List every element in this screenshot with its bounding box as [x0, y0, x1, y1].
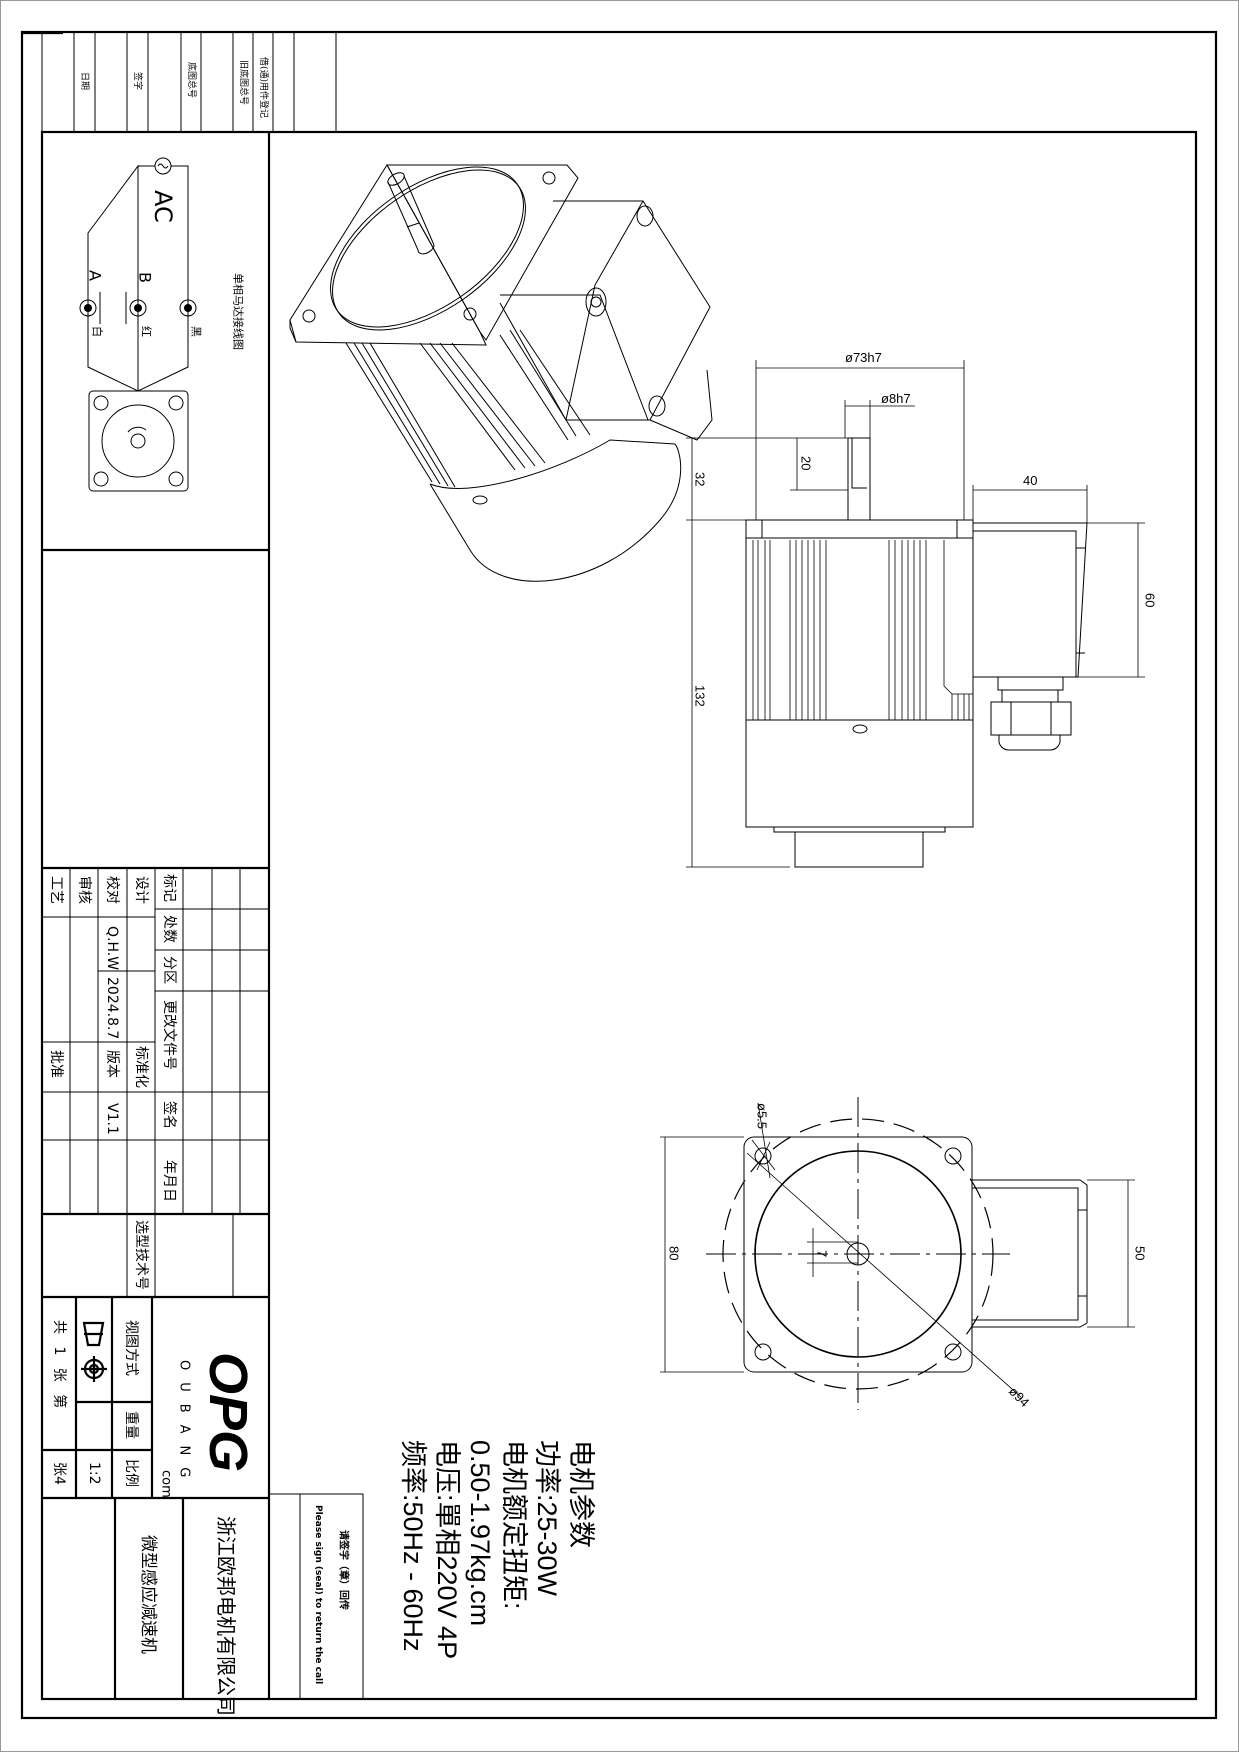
param-frequency: 频率:50Hz - 60Hz	[398, 1440, 428, 1652]
terminal-b-label: B	[136, 272, 155, 283]
ac-label: AC	[149, 190, 177, 223]
dim-shaft-length: 20	[799, 456, 814, 470]
tb-sign-label: 签名	[161, 1101, 178, 1129]
tb-view-method-label: 视图方式	[123, 1320, 139, 1376]
dim-flange-diameter: ø73h7	[845, 350, 882, 365]
tb-sheets: 共 1 张 第	[51, 1320, 68, 1412]
product-name: 微型感应减速机	[138, 1535, 158, 1654]
terminal-red-icon	[129, 299, 147, 317]
dim-shaft-diameter: ø8h7	[881, 391, 911, 406]
title-block-grid	[42, 868, 269, 1297]
tb-sheet-no: 张4	[51, 1462, 67, 1485]
param-torque: 0.50-1.97kg.cm	[465, 1440, 495, 1626]
wiring-title: 单相马达接线图	[232, 273, 246, 350]
wire-color-white: 白	[91, 326, 105, 337]
signature-box	[269, 1493, 364, 1699]
brand-suffix: com	[159, 1470, 174, 1498]
title-block-frame	[42, 1212, 269, 1699]
drawing-frame	[20, 30, 1218, 1720]
terminal-white-icon	[79, 299, 97, 317]
top-strip-base-no-label: 底图总号	[186, 62, 198, 98]
tb-check-label: 校对	[104, 876, 121, 904]
wiring-diagram	[79, 157, 197, 392]
dim-key-width: 7	[815, 1250, 830, 1257]
terminal-a-label: A	[86, 270, 105, 281]
param-voltage: 电压:單相220V 4P	[432, 1440, 462, 1659]
company-name: 浙江欧邦电机有限公司	[214, 1516, 238, 1716]
tb-count-label: 处数	[161, 915, 177, 943]
signature-en: Please sign (seal) to return the call	[313, 1505, 323, 1684]
brand-name: OUBANG	[177, 1360, 192, 1489]
tb-check-date: 2024.8.7	[104, 977, 120, 1039]
tb-change-doc-label: 更改文件号	[161, 1000, 177, 1070]
tb-mark-label: 标记	[161, 874, 177, 902]
tb-weight-label: 重量	[123, 1411, 139, 1439]
tb-version: V1.1	[104, 1103, 120, 1135]
param-torque-label: 电机额定扭矩:	[499, 1440, 529, 1610]
tb-process-label: 工艺	[48, 876, 64, 904]
motor-front-view	[660, 1097, 1135, 1410]
tb-design-label: 设计	[133, 876, 149, 904]
motor-end-view-icon	[88, 390, 189, 492]
dim-shaft-height: 32	[693, 472, 708, 486]
tb-scale-label: 比例	[123, 1459, 139, 1487]
top-strip-borrow-label: 借(通)用件登记	[258, 57, 270, 118]
dim-square-size: 80	[667, 1246, 682, 1260]
top-strip-grid	[73, 32, 337, 132]
motor-isometric-view	[289, 164, 713, 582]
top-strip-sign-label: 签字	[132, 72, 144, 90]
tb-selection-no-label: 选型技术号	[133, 1220, 149, 1290]
signature-cn: 请签字（章）回传	[338, 1530, 351, 1610]
tb-checker-name: Q.H.W	[104, 926, 120, 970]
param-power: 功率:25-30W	[532, 1440, 562, 1597]
tb-scale: 1:2	[86, 1462, 102, 1485]
dim-box-front: 50	[1133, 1246, 1148, 1260]
params-title: 电机参数	[566, 1440, 596, 1548]
company-name-line1: 浙江欧邦电机有限公司	[214, 1516, 238, 1716]
dim-box-height: 60	[1143, 593, 1158, 607]
dim-body-length: 132	[693, 685, 708, 707]
tb-zone-label: 分区	[161, 956, 177, 984]
motor-side-view	[686, 360, 1145, 868]
terminal-black-icon	[179, 299, 197, 317]
wire-color-red: 红	[140, 326, 153, 337]
dim-hole-diameter: ø5.5	[755, 1103, 770, 1129]
tb-date-label: 年月日	[161, 1160, 177, 1202]
tb-version-label: 版本	[104, 1050, 120, 1078]
projection-symbol-icon	[81, 1321, 107, 1382]
top-strip-old-base-no-label: 旧底图总号	[238, 60, 250, 105]
tb-review-label: 审核	[76, 876, 92, 904]
tb-approve-label: 批准	[48, 1050, 64, 1078]
dim-box-width: 40	[1023, 473, 1037, 488]
tb-standardize-label: 标准化	[133, 1046, 149, 1088]
wire-color-black: 黑	[190, 326, 203, 337]
brand-logo: OPG	[198, 1352, 258, 1472]
top-strip-date-label: 日期	[79, 72, 90, 90]
